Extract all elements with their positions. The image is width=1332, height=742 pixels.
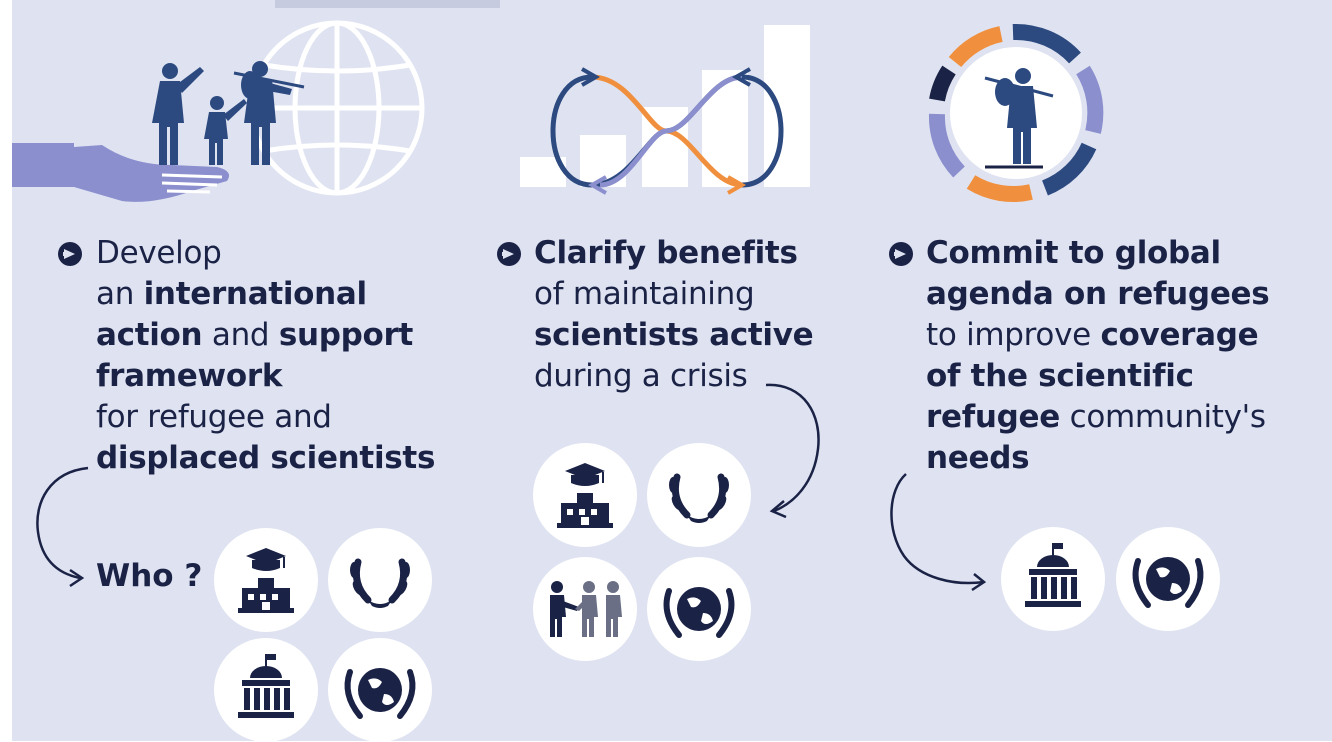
globe-laurel-icon [328,638,432,742]
text-segment-bold: Commit to global [926,235,1221,271]
text-segment: community's [1060,399,1267,435]
government-building-icon [214,638,318,742]
refugee-family-globe-icon [12,20,425,202]
text-segment-bold: coverage [1100,317,1259,353]
handshake-people-icon [533,557,637,661]
text-segment-bold: support [278,317,414,353]
curved-arrow-icon [765,383,820,519]
globe-laurel-icon [1116,527,1220,631]
text-segment: to improve [926,317,1101,353]
text-segment-bold: action [96,317,203,353]
graduation-school-icon [533,443,637,547]
text-segment: of maintaining [534,276,755,312]
laurel-wreath-icon [647,443,751,547]
text-segment-bold: agenda on refugees [926,276,1270,312]
column3-text: Commit to global agenda on refugees to i… [926,233,1306,479]
column2-text: Clarify benefits of maintaining scientis… [534,233,834,397]
top-divider [275,0,500,8]
text-segment: Develop [96,235,222,271]
text-segment: an [96,276,144,312]
bullet-arrow-icon [497,242,521,266]
bullet-arrow-icon [889,242,913,266]
text-segment-bold: refugee [926,399,1061,435]
laurel-wreath-icon [328,528,432,632]
text-segment: during a crisis [534,358,748,394]
government-building-icon [1001,527,1105,631]
text-segment-bold: needs [926,440,1030,476]
curved-arrow-icon [890,473,987,592]
who-label: Who ? [96,558,203,594]
text-segment-bold: of the scientific [926,358,1194,394]
text-segment-bold: Clarify benefits [534,235,798,271]
text-segment-bold: international [143,276,368,312]
text-segment: and [202,317,279,353]
column1-text: Develop an international action and supp… [96,233,456,479]
text-segment: for refugee and [96,399,332,435]
text-segment-bold: displaced scientists [96,440,436,476]
globe-laurel-icon [647,557,751,661]
text-segment-bold: scientists active [534,317,814,353]
text-segment-bold: framework [96,358,283,394]
curved-arrow-icon [36,466,89,588]
infinity-bars-icon [520,25,810,195]
bullet-arrow-icon [58,242,82,266]
refugee-cycle-icon [928,23,1104,202]
graduation-school-icon [214,528,318,632]
